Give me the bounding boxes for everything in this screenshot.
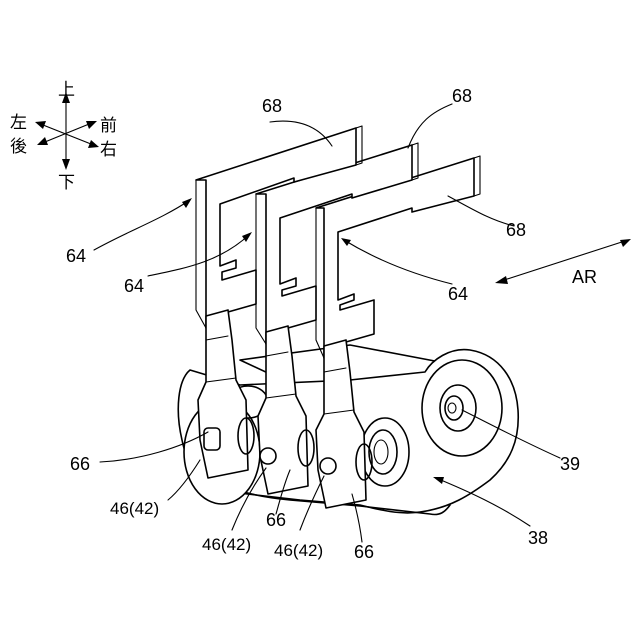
ar-label: AR <box>572 267 597 287</box>
label-38: 38 <box>528 528 548 548</box>
label-46-42-right: 46(42) <box>274 541 323 560</box>
direction-left: 左 <box>10 113 27 133</box>
label-66-bottom: 66 <box>354 542 374 562</box>
label-64-left: 64 <box>66 246 86 266</box>
direction-front: 前 <box>100 116 117 136</box>
label-64-right: 64 <box>448 284 468 304</box>
label-46-42-left: 46(42) <box>110 499 159 518</box>
label-39: 39 <box>560 454 580 474</box>
label-66-left: 66 <box>70 454 90 474</box>
label-68-right: 68 <box>506 220 526 240</box>
direction-down: 下 <box>58 173 75 193</box>
label-66-middle: 66 <box>266 510 286 530</box>
direction-rear: 後 <box>10 137 27 157</box>
label-68-left: 68 <box>262 96 282 116</box>
label-64-middle: 64 <box>124 276 144 296</box>
direction-right: 右 <box>100 140 117 160</box>
label-68-top: 68 <box>452 86 472 106</box>
label-46-42-middle: 46(42) <box>202 535 251 554</box>
ar-arrow <box>495 239 631 284</box>
direction-cross <box>35 92 99 170</box>
direction-up: 上 <box>58 80 75 100</box>
